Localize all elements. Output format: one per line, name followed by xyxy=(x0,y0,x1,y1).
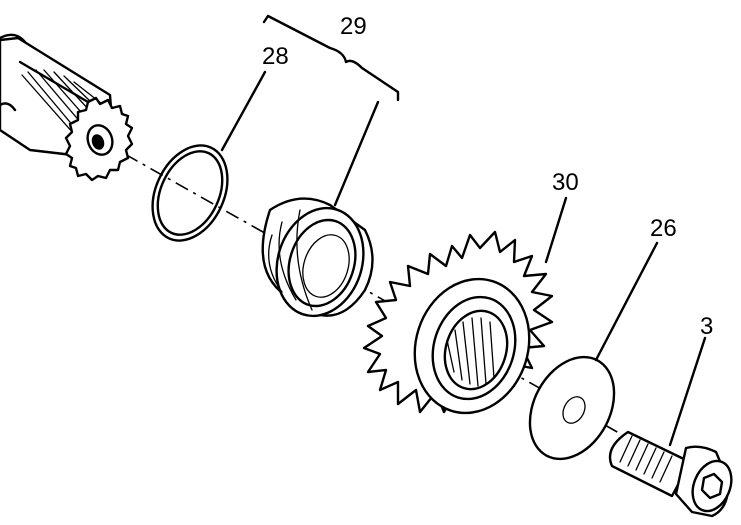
bolt xyxy=(608,430,733,518)
o-ring xyxy=(151,144,229,242)
sprocket xyxy=(362,230,554,415)
splined-shaft xyxy=(0,33,134,182)
callout-28: 28 xyxy=(262,43,289,70)
callout-30: 30 xyxy=(552,169,579,196)
leader-line-30 xyxy=(544,196,568,264)
leader-line-26 xyxy=(594,241,659,362)
callout-3: 3 xyxy=(700,313,713,340)
callout-29: 29 xyxy=(340,13,367,40)
group-bracket-29 xyxy=(262,14,400,102)
leader-line-28 xyxy=(220,70,267,152)
washer xyxy=(528,355,616,461)
collar-bushing xyxy=(261,197,374,318)
leader-line-3 xyxy=(668,336,707,447)
leader-line-29 xyxy=(333,100,380,207)
callout-26: 26 xyxy=(650,215,677,242)
